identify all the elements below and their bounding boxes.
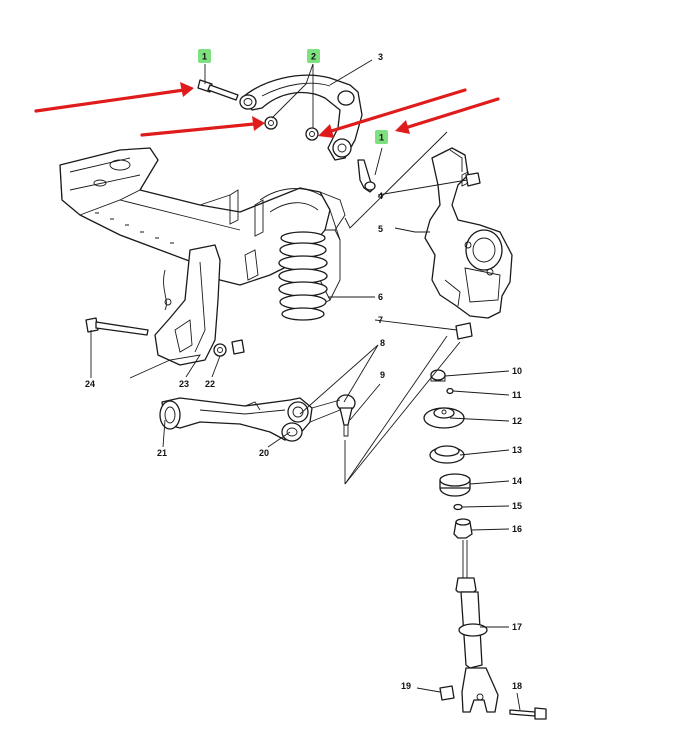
upper-control-arm: [239, 74, 363, 161]
red-arrow-1: [34, 82, 194, 113]
label-18: 18: [512, 681, 522, 691]
label-3: 3: [378, 52, 383, 62]
label-5: 5: [378, 224, 383, 234]
knuckle-lower-nut: [455, 322, 473, 340]
strut-shock-absorber: [455, 540, 499, 713]
label-24: 24: [85, 379, 95, 389]
label-13: 13: [512, 445, 522, 455]
callout-2: 2: [307, 49, 320, 63]
callout-box: [375, 130, 388, 144]
bolt-upper-arm-right: [357, 159, 376, 193]
label-19: 19: [401, 681, 411, 691]
part-labels: 3 4 5 6 7 8 9 10 11 12 13 14 15 16 17 18…: [85, 52, 522, 691]
coil-spring: [278, 231, 328, 321]
label-23: 23: [179, 379, 189, 389]
nut-lower-arm: [231, 339, 245, 355]
label-9: 9: [380, 370, 385, 380]
strut-spacer-washer: [453, 503, 463, 511]
knuckle-upper-nut: [465, 172, 481, 187]
label-21: 21: [157, 448, 167, 458]
callout-text: 1: [202, 52, 207, 62]
label-10: 10: [512, 366, 522, 376]
red-arrow-4: [395, 97, 500, 134]
steering-knuckle: [424, 147, 513, 319]
label-20: 20: [259, 448, 269, 458]
label-16: 16: [512, 524, 522, 534]
label-7: 7: [378, 315, 383, 325]
label-4: 4: [378, 191, 383, 201]
label-22: 22: [205, 379, 215, 389]
upper-spring-isolator: [429, 445, 465, 464]
label-14: 14: [512, 476, 522, 486]
callout-1-right: 1: [375, 130, 388, 144]
lower-arm-pivot-bolt: [85, 317, 149, 336]
callout-text: 2: [311, 52, 316, 62]
jounce-bumper-seat: [439, 473, 471, 497]
frame-crossmember: [59, 147, 346, 366]
red-arrow-2: [140, 116, 265, 137]
callout-box: [307, 49, 320, 63]
strut-washer: [446, 387, 454, 395]
label-11: 11: [512, 390, 522, 400]
nut-upper-arm: [305, 127, 319, 141]
red-arrow-1-head: [180, 82, 194, 97]
red-arrow-1-shaft: [34, 88, 186, 113]
strut-lower-bolt: [509, 707, 547, 720]
callout-1-left: 1: [198, 49, 211, 63]
lower-control-arm: [159, 394, 356, 442]
label-6: 6: [378, 292, 383, 302]
callout-box: [198, 49, 211, 63]
strut-lower-nut: [439, 685, 455, 701]
bolt-upper-arm-left: [197, 79, 239, 101]
upper-strut-mount: [423, 407, 465, 429]
callout-text: 1: [379, 133, 384, 143]
jounce-bumper: [453, 518, 473, 539]
leader-lines: [90, 59, 521, 711]
label-15: 15: [512, 501, 522, 511]
washer-upper-arm-left: [264, 116, 278, 130]
label-17: 17: [512, 622, 522, 632]
red-arrow-3: [318, 88, 467, 138]
washer-lower-arm: [213, 343, 227, 357]
label-8: 8: [380, 338, 385, 348]
label-12: 12: [512, 416, 522, 426]
